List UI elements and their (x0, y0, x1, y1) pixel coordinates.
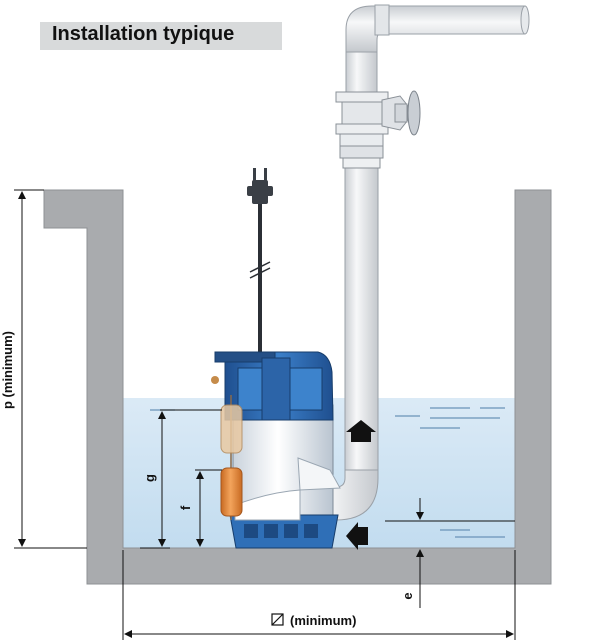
water-ripples (150, 407, 505, 538)
label-width-minimum: (minimum) (290, 613, 356, 628)
label-e: e (400, 592, 415, 599)
dimension-p (14, 189, 87, 549)
pit-wall (43, 189, 552, 585)
label-f: f (178, 505, 193, 510)
dimension-f (195, 469, 222, 547)
label-depth-minimum: p (minimum) (0, 331, 15, 409)
label-g: g (142, 474, 157, 482)
float-switch (220, 395, 243, 520)
flow-arrow-inlet (346, 522, 368, 550)
float (220, 467, 243, 517)
discharge-pipe (299, 4, 530, 521)
power-cable (247, 168, 273, 358)
dimension-g (140, 409, 222, 549)
pump (211, 351, 341, 549)
dimension-e (385, 498, 515, 608)
diagram-title: Installation typique (52, 23, 235, 45)
flow-arrow-up (346, 420, 376, 442)
square-symbol-icon (271, 613, 284, 626)
plug-icon (247, 186, 273, 196)
title-box (40, 22, 282, 50)
dimension-width (122, 550, 516, 640)
valve-handwheel (407, 90, 421, 136)
